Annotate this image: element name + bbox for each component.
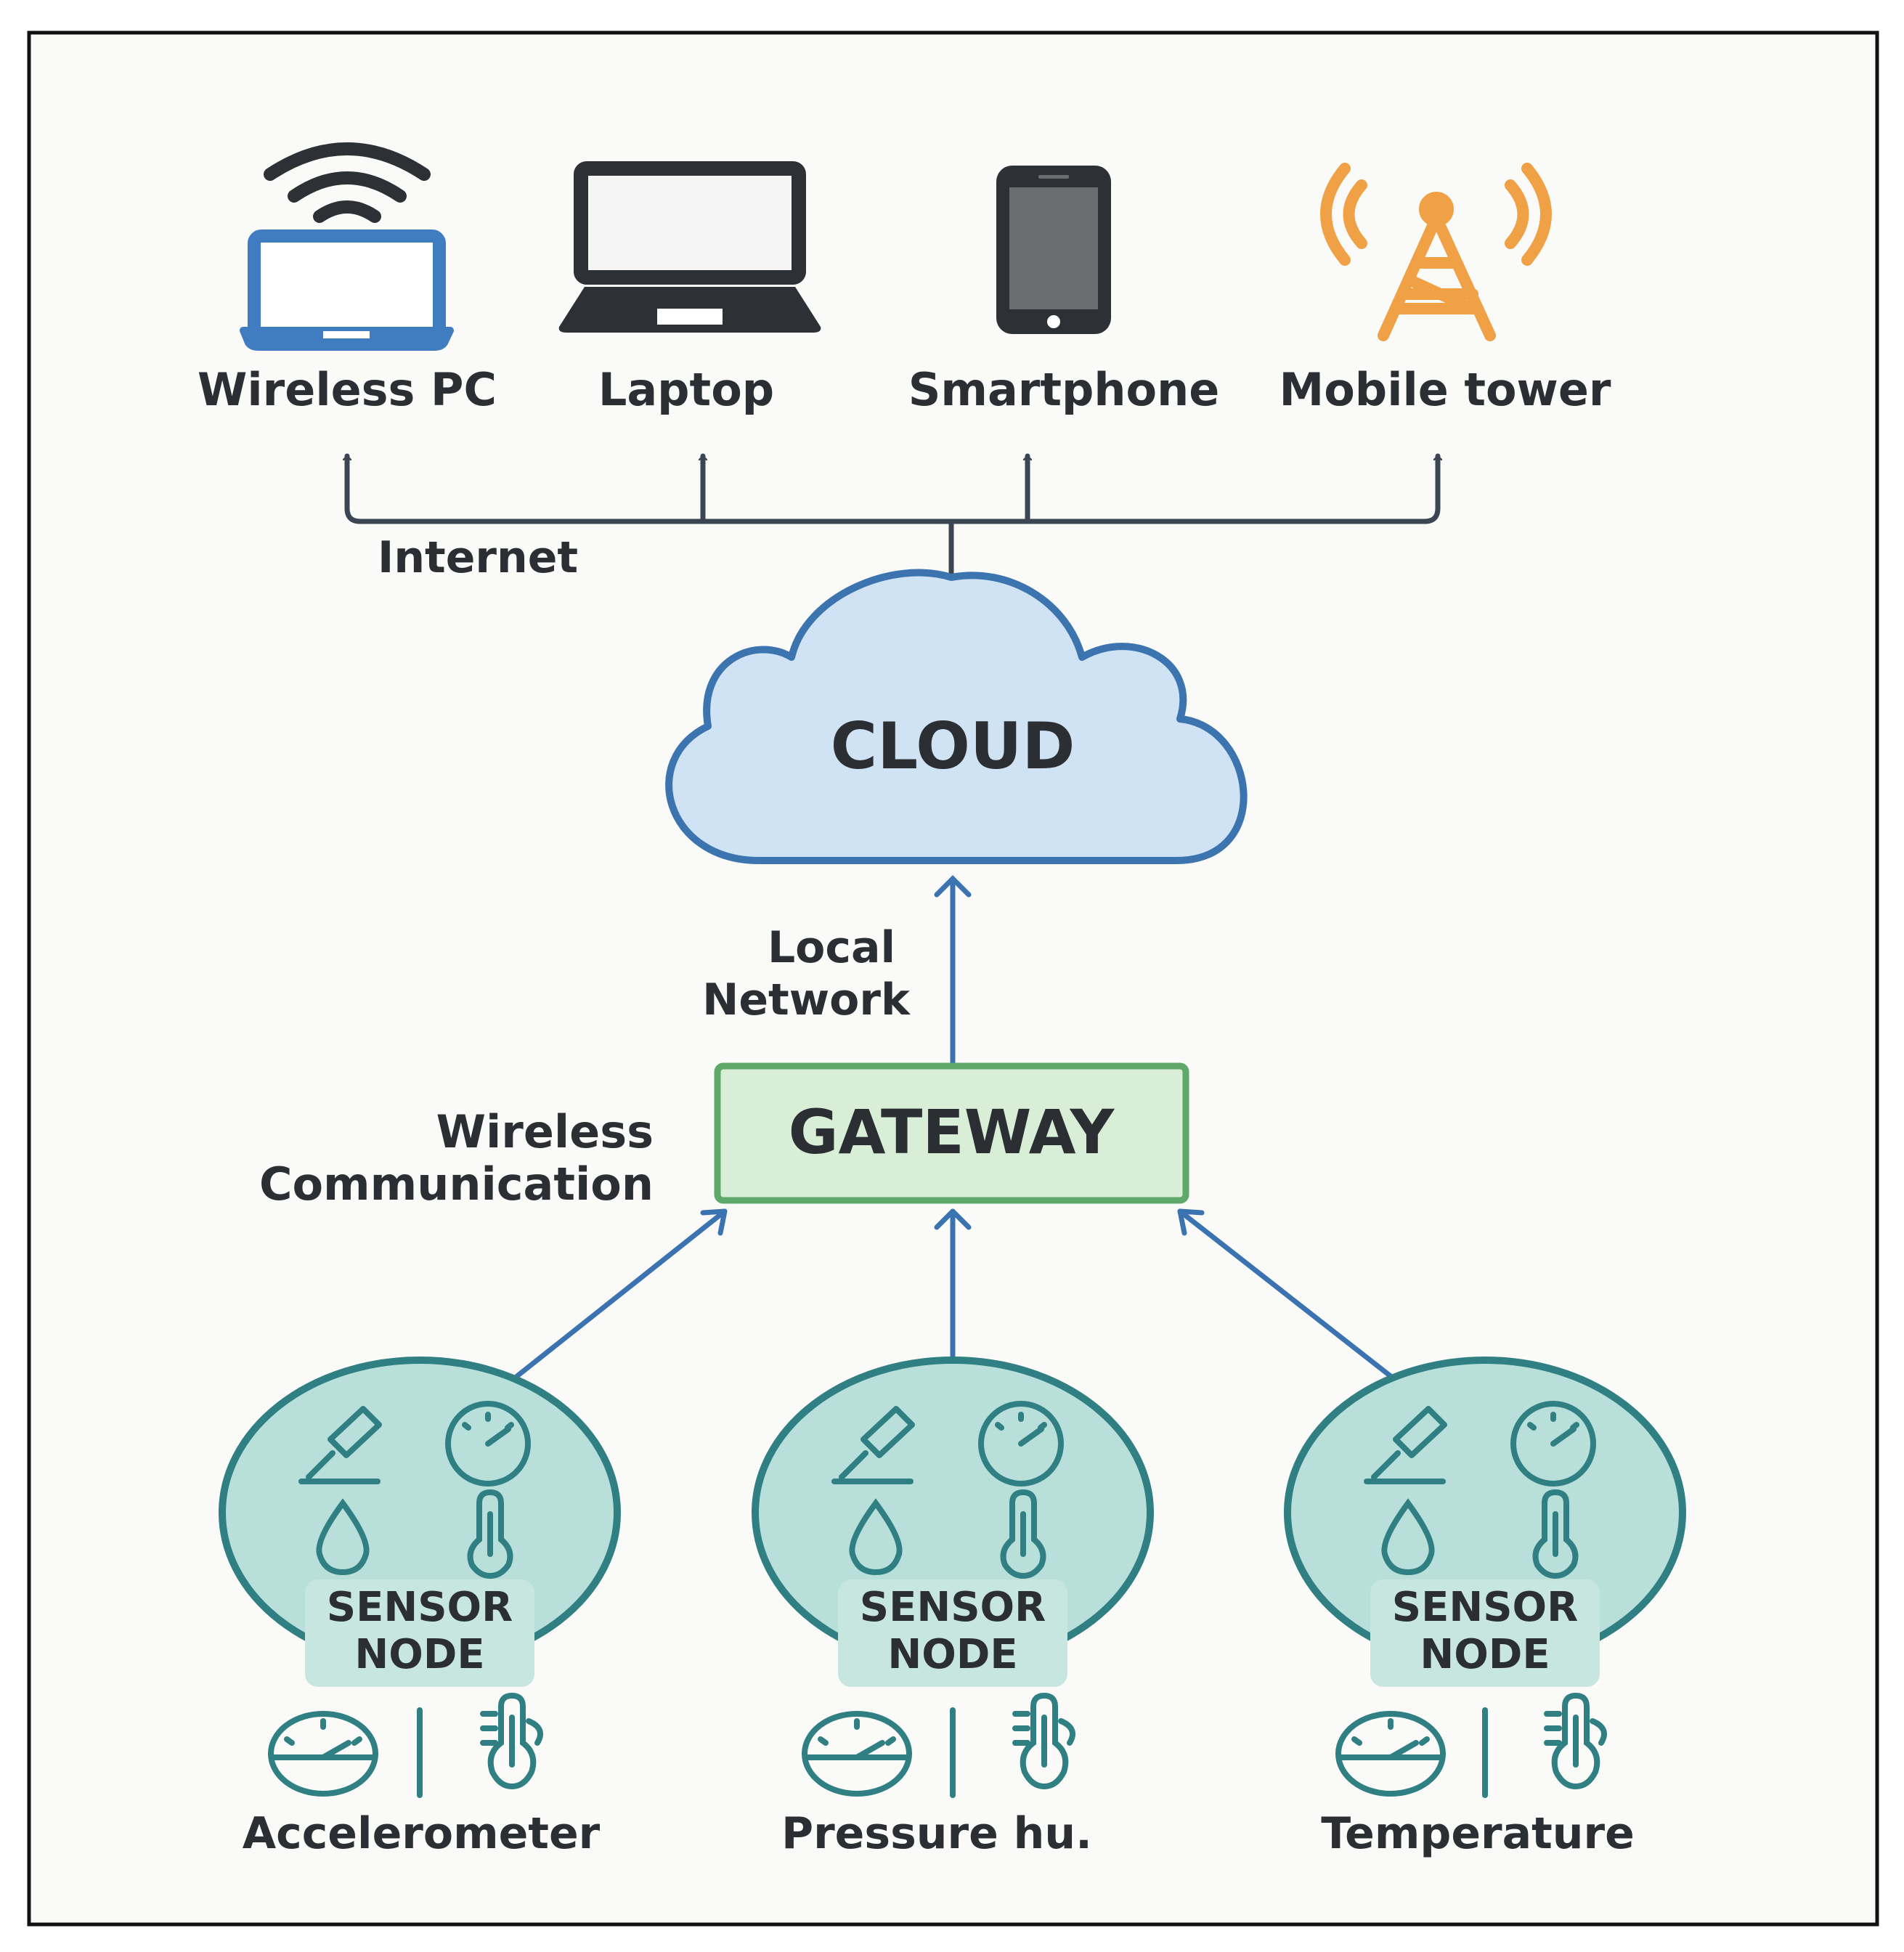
probe-icon	[1364, 1406, 1447, 1484]
humidity-drop-icon	[316, 1498, 370, 1576]
device-label-laptop: Laptop	[598, 363, 774, 416]
sensor-node-2-label-line2: NODE	[887, 1631, 1017, 1678]
sensor-icons-row-1	[268, 1692, 543, 1798]
sensor-caption-3: Temperature	[1321, 1808, 1635, 1859]
local-network-link	[934, 875, 972, 1067]
speedometer-icon	[802, 1711, 912, 1797]
device-label-wireless-pc: Wireless PC	[198, 363, 497, 416]
wireless-links	[514, 1208, 1394, 1379]
sensor-node-2: SENSOR NODE	[752, 1357, 1154, 1687]
internet-connections	[347, 453, 1438, 577]
smartphone-icon	[996, 166, 1111, 334]
humidity-drop-icon	[849, 1498, 903, 1576]
wireless-label-line2: Communication	[259, 1158, 654, 1211]
device-label-smartphone: Smartphone	[908, 363, 1220, 416]
probe-icon	[831, 1406, 915, 1484]
gauge-icon	[978, 1401, 1064, 1487]
mobile-tower-icon	[1320, 163, 1552, 341]
sensor-caption-2: Pressure hu.	[781, 1808, 1092, 1859]
sensor-node-1: SENSOR NODE	[219, 1357, 621, 1687]
sensor-icons-row-2	[802, 1692, 1075, 1798]
sensor-node-3-label-line2: NODE	[1420, 1631, 1550, 1678]
speedometer-icon	[268, 1711, 378, 1797]
sensor-node-3-label-line1: SENSOR	[1392, 1584, 1579, 1631]
wireless-label-line1: Wireless	[436, 1105, 654, 1158]
sensor-caption-1: Accelerometer	[243, 1808, 601, 1859]
local-network-label-line1: Local	[768, 922, 895, 973]
thermometer-icon	[1532, 1489, 1579, 1579]
sensor-node-2-label-line1: SENSOR	[860, 1584, 1046, 1631]
cloud-label: CLOUD	[831, 709, 1075, 784]
thermometer-icon	[1000, 1489, 1046, 1579]
gateway-node: GATEWAY	[714, 1062, 1189, 1204]
sensor-node-3: SENSOR NODE	[1284, 1357, 1686, 1687]
thermometer-icon	[1012, 1692, 1075, 1790]
gauge-icon	[1510, 1401, 1596, 1487]
thermometer-icon	[467, 1489, 513, 1579]
gauge-icon	[445, 1401, 531, 1487]
speedometer-icon	[1335, 1711, 1446, 1797]
humidity-drop-icon	[1381, 1498, 1435, 1576]
sensor-node-1-label-line1: SENSOR	[327, 1584, 513, 1631]
thermometer-icon	[480, 1692, 543, 1790]
probe-icon	[298, 1406, 382, 1484]
local-network-label-line2: Network	[702, 975, 911, 1025]
cloud-node: CLOUD	[665, 569, 1248, 864]
device-label-mobile-tower: Mobile tower	[1279, 363, 1611, 416]
sensor-icons-row-3	[1335, 1692, 1607, 1798]
thermometer-icon	[1544, 1692, 1607, 1790]
internet-label: Internet	[378, 532, 578, 583]
wireless-pc-icon	[240, 142, 454, 351]
laptop-icon	[558, 161, 821, 333]
sensor-node-1-label-line2: NODE	[354, 1631, 484, 1678]
gateway-label: GATEWAY	[789, 1097, 1115, 1168]
